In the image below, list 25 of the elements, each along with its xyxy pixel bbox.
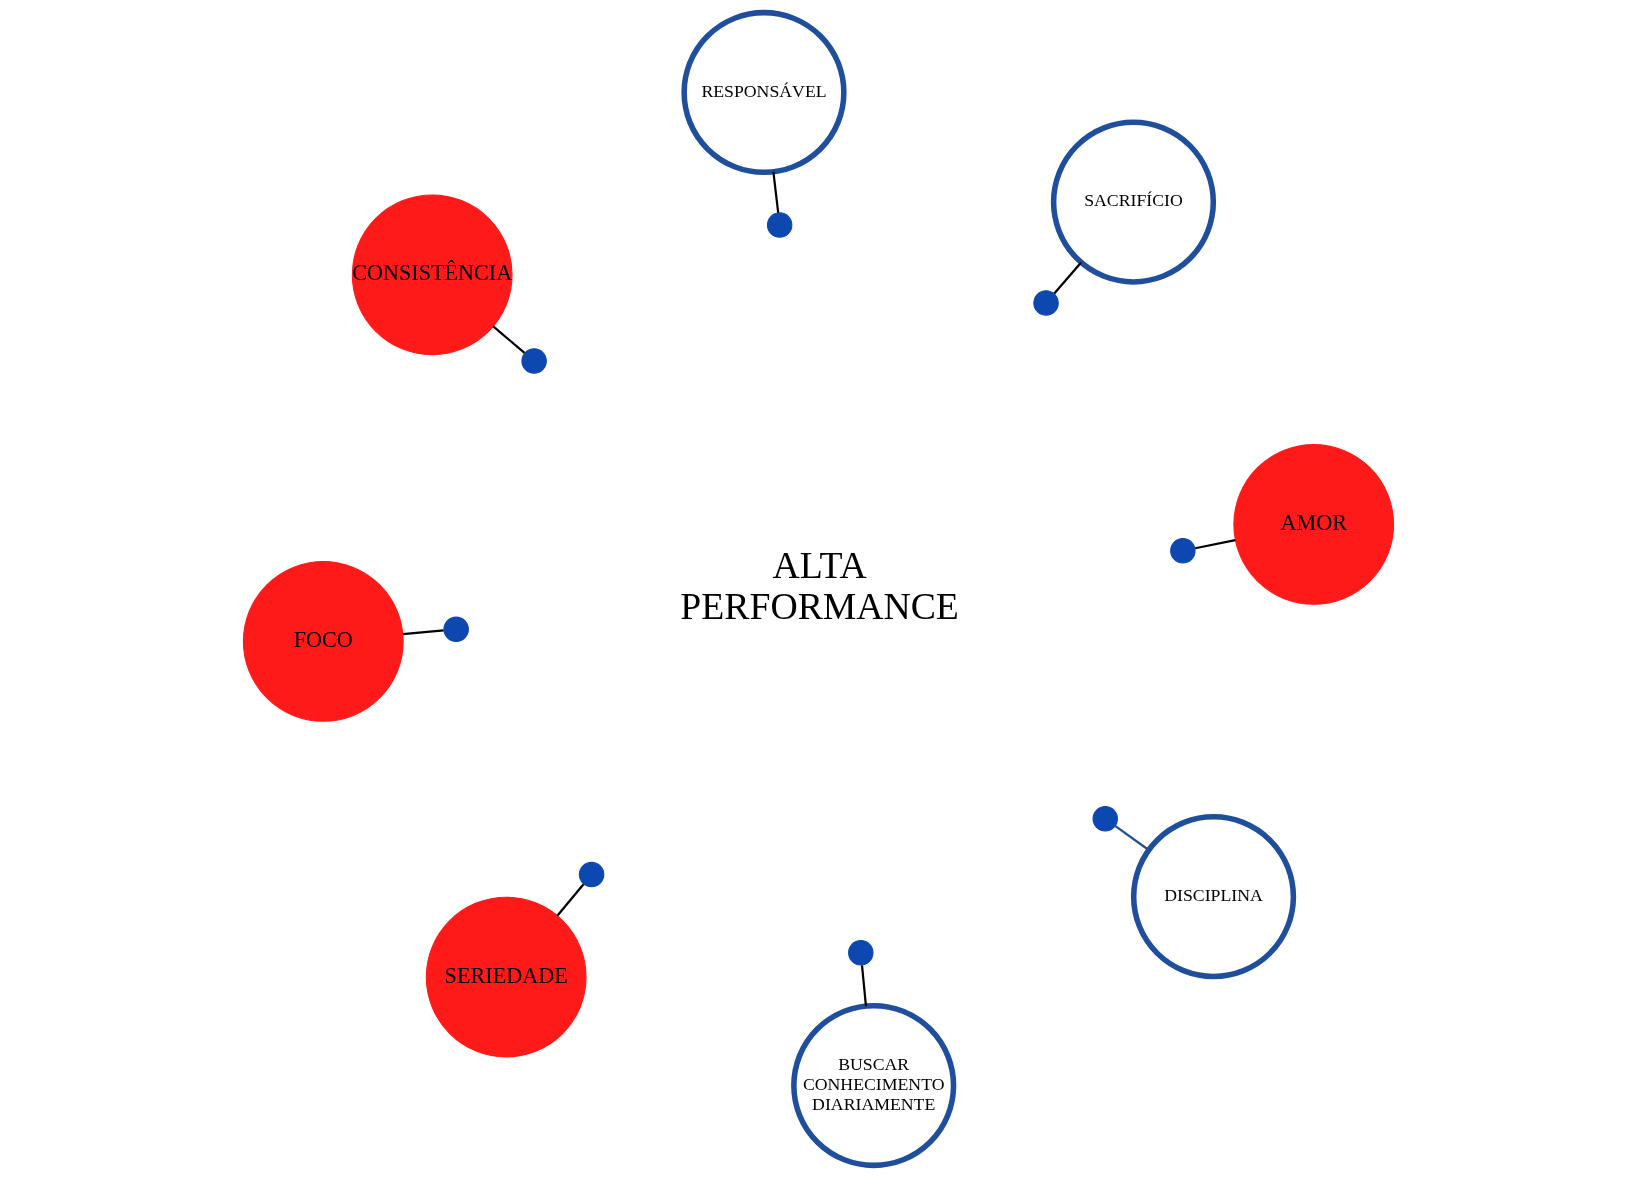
- node-circle: [1170, 538, 1196, 564]
- node-circle: [766, 212, 793, 238]
- node-circle: BUSCAR CONHECIMENTO DIARIAMENTE: [791, 1002, 957, 1169]
- node-circle: CONSISTÊNCIA: [351, 194, 513, 356]
- node-circle: SACRIFÍCIO: [1050, 119, 1217, 285]
- node-circle: SERIEDADE: [425, 896, 587, 1058]
- node-circle: [1092, 806, 1118, 832]
- connector: [860, 965, 868, 1007]
- node-circle: [848, 940, 874, 966]
- node-circle: RESPONSÁVEL: [681, 9, 847, 176]
- connector: [772, 171, 780, 213]
- label: ALTA PERFORMANCE: [680, 544, 959, 628]
- connector: [1114, 825, 1150, 851]
- connector: [1053, 261, 1082, 295]
- connector: [402, 629, 444, 636]
- node-circle: [1033, 290, 1059, 316]
- connector: [556, 883, 585, 917]
- node-circle: DISCIPLINA: [1130, 814, 1297, 980]
- node-circle: FOCO: [242, 561, 404, 722]
- connector: [1195, 539, 1236, 550]
- node-circle: AMOR: [1233, 444, 1395, 605]
- connector: [492, 325, 526, 354]
- node-circle: [521, 348, 547, 374]
- node-circle: [443, 616, 469, 643]
- node-circle: [578, 861, 605, 888]
